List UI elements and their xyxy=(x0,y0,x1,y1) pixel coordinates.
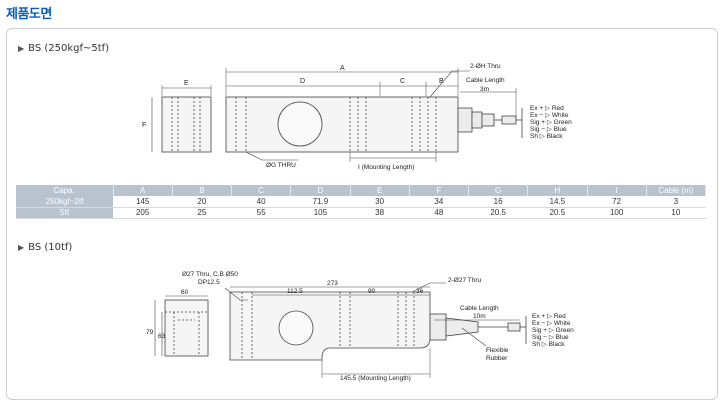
table-cell: 100 xyxy=(587,207,647,219)
side-view-body xyxy=(164,299,209,357)
section1-title-text: BS (250kgf~5tf) xyxy=(28,43,110,54)
center-hole xyxy=(278,310,314,346)
dim-c: C xyxy=(400,78,405,85)
table-cell: 55 xyxy=(231,207,291,219)
table-row: 250kgf~2tf 145 20 40 71.9 30 34 16 14.5 … xyxy=(16,196,706,208)
table-header: E xyxy=(350,185,410,196)
cable-gland xyxy=(429,313,447,341)
label-thru-2: 2-Ø27 Thru xyxy=(448,277,482,284)
table-header: Capa. xyxy=(16,185,114,196)
label-cable-length-value: 10m xyxy=(473,313,486,320)
dim-112: 112.5 xyxy=(287,288,303,295)
label-dp: DP12.5 xyxy=(198,279,220,286)
table-cell: 14.5 xyxy=(527,196,587,208)
table-cell: 10 xyxy=(646,207,706,219)
table-cell: 71.9 xyxy=(290,196,350,208)
table-header: D xyxy=(290,185,351,196)
wire-ex-minus: Ex − ▷ White xyxy=(530,112,569,119)
triangle-bullet-icon: ▶ xyxy=(18,44,25,53)
page-title: 제품도면 xyxy=(6,7,52,22)
label-mounting-length: 145.5 (Mounting Length) xyxy=(340,375,411,382)
label-thru-27: Ø27 Thru, C.B Ø50 xyxy=(182,271,238,278)
drawing-bs-small: E F A D C B 2-ØH Thru Cable Length 3m ØG… xyxy=(142,63,572,171)
dim-63: 63 xyxy=(158,333,166,340)
table-cell: 25 xyxy=(172,207,232,219)
table-cell: 105 xyxy=(290,207,350,219)
label-cable-length: Cable Length xyxy=(460,305,499,312)
table-cell: 72 xyxy=(587,196,647,208)
wire-sig-plus: Sig + ▷ Green xyxy=(530,119,572,126)
wire-sig-plus: Sig + ▷ Green xyxy=(532,327,574,334)
label-thru-h: 2-ØH Thru xyxy=(470,63,501,70)
center-hole xyxy=(277,101,323,147)
table-header: F xyxy=(409,185,470,196)
cable-end xyxy=(507,322,521,332)
table-header: C xyxy=(231,185,292,196)
front-view-body xyxy=(225,96,459,153)
wire-shield: Sh ▷ Black xyxy=(532,341,565,348)
table-row: 5tf 205 25 55 105 38 48 20.5 20.5 100 10 xyxy=(16,207,706,219)
cable-gland xyxy=(457,107,473,133)
triangle-bullet-icon: ▶ xyxy=(18,243,25,252)
dim-90: 90 xyxy=(368,288,376,295)
dim-60: 60 xyxy=(181,289,189,296)
table-cell: 3 xyxy=(646,196,706,208)
section2-title: ▶BS (10tf) xyxy=(18,242,72,253)
table-cell: 34 xyxy=(409,196,469,208)
label-thru-g: ØG THRU xyxy=(266,162,296,169)
wire-ex-plus: Ex + ▷ Red xyxy=(532,313,566,320)
table-cell: 205 xyxy=(113,207,173,219)
table-header-row: Capa. A B C D E F G H I Cable (m) xyxy=(16,185,707,196)
table-cell: 30 xyxy=(350,196,410,208)
wire-shield: Sh ▷ Black xyxy=(530,133,563,140)
table-cell-capa: 250kgf~2tf xyxy=(16,196,113,208)
table-cell: 145 xyxy=(113,196,173,208)
table-cell: 48 xyxy=(409,207,469,219)
side-view-body xyxy=(161,96,212,153)
table-cell: 20.5 xyxy=(468,207,528,219)
table-cell: 20.5 xyxy=(527,207,587,219)
table-cell: 40 xyxy=(231,196,291,208)
section2-title-text: BS (10tf) xyxy=(28,242,73,253)
table-cell: 16 xyxy=(468,196,528,208)
table-header: H xyxy=(527,185,588,196)
dim-36: 36 xyxy=(416,288,424,295)
drawing-bs-10tf: Ø27 Thru, C.B Ø50 DP12.5 60 79 63 112.5 … xyxy=(146,271,574,382)
dim-a: A xyxy=(340,65,345,72)
label-flexible: Flexible xyxy=(486,347,509,354)
label-rubber: Rubber xyxy=(486,355,508,362)
dim-273: 273 xyxy=(327,280,338,287)
spec-table: Capa. A B C D E F G H I Cable (m) 250kgf… xyxy=(16,185,707,219)
wire-ex-plus: Ex + ▷ Red xyxy=(530,105,564,112)
table-header: I xyxy=(587,185,647,196)
table-cell: 38 xyxy=(350,207,410,219)
wire-ex-minus: Ex − ▷ White xyxy=(532,320,571,327)
table-header: A xyxy=(113,185,173,196)
label-cable-length-value: 3m xyxy=(480,86,489,93)
wire-legend-1: Ex + ▷ Red Ex − ▷ White Sig + ▷ Green Si… xyxy=(530,105,572,140)
dim-79: 79 xyxy=(146,329,154,336)
wire-legend-2: Ex + ▷ Red Ex − ▷ White Sig + ▷ Green Si… xyxy=(532,313,574,348)
label-mounting-length: I (Mounting Length) xyxy=(358,164,414,171)
table-cell-capa: 5tf xyxy=(16,207,113,219)
section1-title: ▶BS (250kgf~5tf) xyxy=(18,43,109,54)
dim-d: D xyxy=(300,78,305,85)
cable-end xyxy=(501,115,517,125)
label-cable-length: Cable Length xyxy=(466,77,505,84)
table-header: B xyxy=(172,185,233,196)
front-view-body xyxy=(229,291,431,361)
table-header: G xyxy=(468,185,529,196)
dim-f: F xyxy=(142,122,146,129)
wire-sig-minus: Sig − ▷ Blue xyxy=(532,334,569,341)
table-header: Cable (m) xyxy=(646,185,707,196)
dim-e: E xyxy=(184,80,189,87)
wire-sig-minus: Sig − ▷ Blue xyxy=(530,126,567,133)
dim-b: B xyxy=(439,78,444,85)
table-cell: 20 xyxy=(172,196,232,208)
